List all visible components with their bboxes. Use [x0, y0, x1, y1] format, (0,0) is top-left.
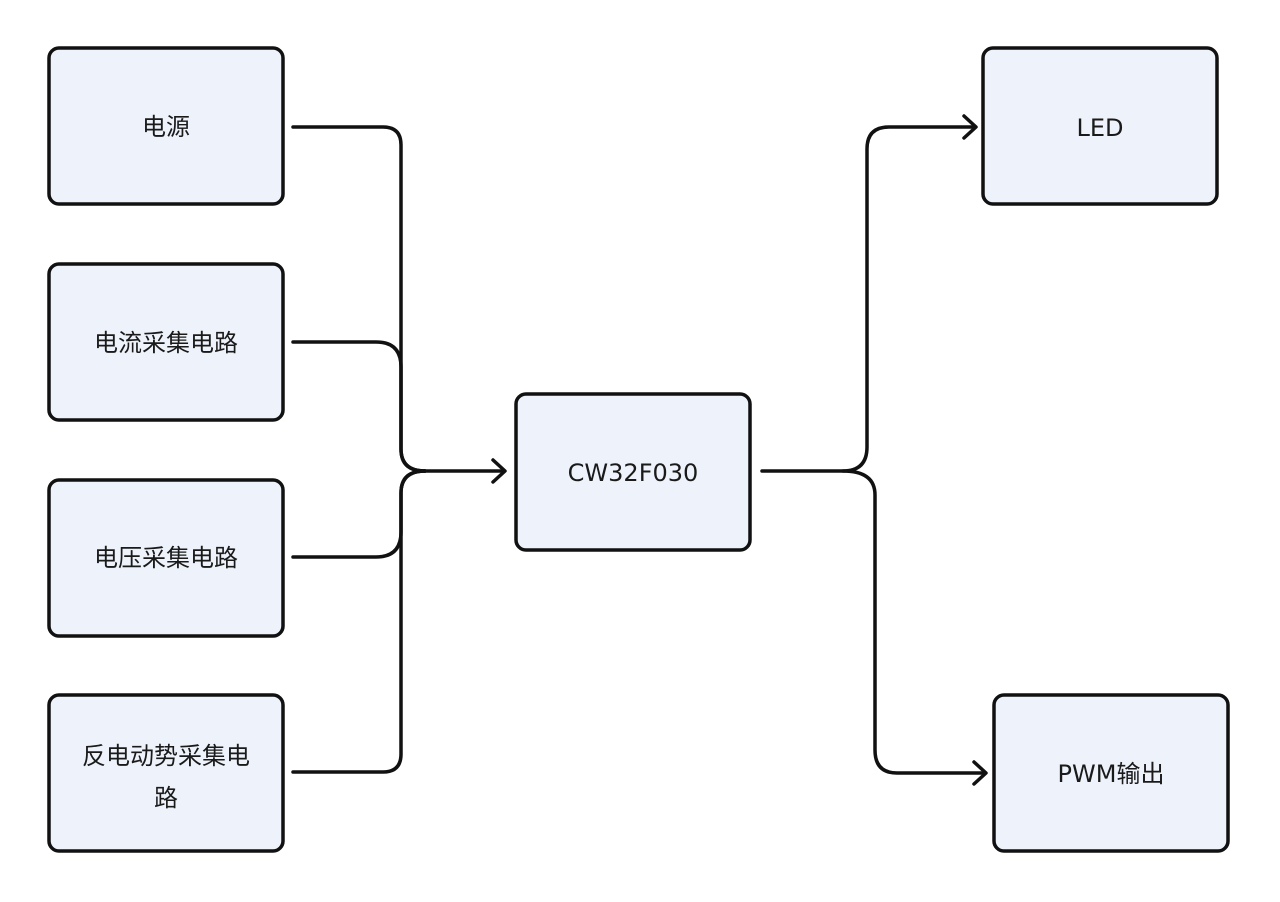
node-led: LED [981, 46, 1219, 206]
edge-mcu-to-led [760, 125, 975, 473]
node-bemf-sense: 反电动势采集电 路 [47, 693, 285, 853]
node-current-sense: 电流采集电路 [47, 262, 285, 422]
node-bemf-sense-label-line1: 反电动势采集电 [82, 742, 250, 770]
node-pwm-out-label: PWM输出 [1058, 760, 1165, 788]
edge-bemf-sense-to-mcu [291, 469, 427, 774]
node-power-label: 电源 [142, 113, 190, 141]
node-current-sense-label: 电流采集电路 [94, 329, 238, 357]
node-power: 电源 [47, 46, 285, 206]
arrowhead-mcu [491, 458, 507, 484]
node-pwm-out: PWM输出 [992, 693, 1230, 853]
arrowhead-led [962, 114, 978, 140]
node-mcu: CW32F030 [514, 392, 752, 552]
arrowhead-pwm [972, 760, 988, 786]
edge-voltage-sense-to-mcu [291, 469, 427, 559]
node-voltage-sense: 电压采集电路 [47, 478, 285, 638]
node-voltage-sense-label: 电压采集电路 [94, 544, 238, 572]
edge-power-to-mcu [291, 125, 427, 473]
node-led-label: LED [1076, 114, 1123, 142]
node-bemf-sense-label-line2: 路 [154, 784, 178, 812]
edge-current-sense-to-mcu [291, 340, 427, 473]
node-mcu-label: CW32F030 [568, 459, 699, 487]
edge-mcu-to-pwm [841, 469, 985, 775]
